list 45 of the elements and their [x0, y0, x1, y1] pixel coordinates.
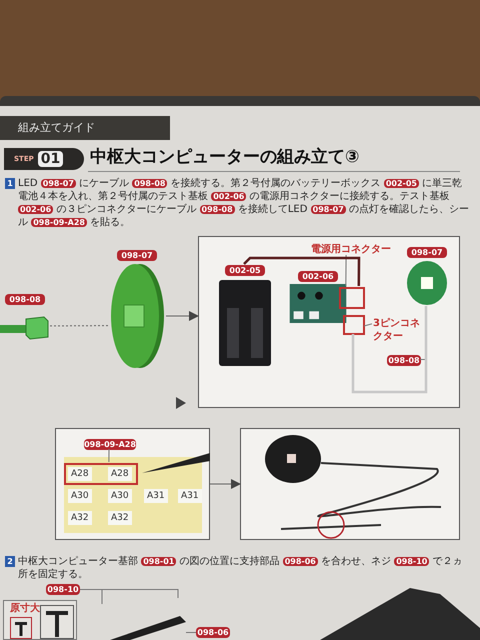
- arrow: [166, 310, 199, 321]
- sticker-label: A31: [144, 489, 168, 503]
- leader-line: [108, 448, 110, 462]
- highlight-frame: [64, 463, 138, 485]
- led-cable-photo: [240, 428, 460, 540]
- sticker-label: A30: [68, 489, 92, 503]
- box-heading: 原寸大: [10, 603, 40, 615]
- part-number-tag: 098-10: [46, 584, 80, 595]
- sticker-label: A28: [68, 467, 92, 481]
- sticker-label: A28: [108, 467, 132, 481]
- leader-line: [80, 589, 178, 598]
- arrow: [210, 479, 241, 489]
- header-text: 組み立てガイド: [18, 120, 95, 136]
- cable: [352, 306, 428, 394]
- sticker-label: A32: [68, 511, 92, 525]
- part-number-tag: 098-08: [387, 355, 421, 366]
- actual-size-box: [3, 600, 77, 640]
- photo-panel: [198, 236, 460, 408]
- sticker-label: A30: [108, 489, 132, 503]
- highlight-frame: [339, 287, 365, 309]
- part-number-tag: 098-09-A28: [84, 439, 136, 450]
- leader-line: [186, 632, 196, 633]
- instruction-text: LED 098-07 にケーブル 098-08 を接続する。第２号付属のバッテリーボックス 002-05 に単三乾電池４本を入れ、第２号付属のテスト基板 002-06 の電源用コネクターに接続する。テスト基板 002-06 の３ピンコネクターにケーブル 098-08 を接続してLED 098-07 の点灯を確認したら、シール 098-09-A28 を貼る。: [18, 177, 470, 229]
- step-marker: 2: [5, 556, 15, 567]
- photo-panel: [55, 428, 210, 540]
- part-number-tag: 098-06: [196, 627, 230, 638]
- sticker-label: A31: [178, 489, 202, 503]
- step-marker: 1: [5, 178, 15, 189]
- part-number-tag: 002-06: [298, 271, 338, 282]
- sticker-label: A32: [108, 511, 132, 525]
- part-number-tag: 098-08: [5, 294, 45, 305]
- highlight-frame: [343, 315, 365, 335]
- part-number-tag: 002-05: [225, 265, 265, 276]
- instruction-text: 中枢大コンピューター基部 098-01 の図の位置に支持部品 098-06 を合わせ、ネジ 098-10 で２ヵ所を固定する。: [18, 555, 464, 581]
- part-number-tag: 098-07: [407, 247, 447, 258]
- connector-line: [50, 325, 108, 326]
- part-number-tag: 098-07: [117, 250, 157, 261]
- leader-line: [345, 254, 347, 286]
- title: 中枢大コンピューターの組み立て③: [90, 146, 360, 168]
- leader-line: [420, 359, 426, 360]
- callout-text: 電源用コネクター: [311, 243, 395, 256]
- callout-text: 3ピンコネクター: [373, 317, 423, 343]
- cable: [243, 256, 360, 286]
- step-number: 01: [38, 151, 64, 167]
- leader-line: [364, 323, 372, 326]
